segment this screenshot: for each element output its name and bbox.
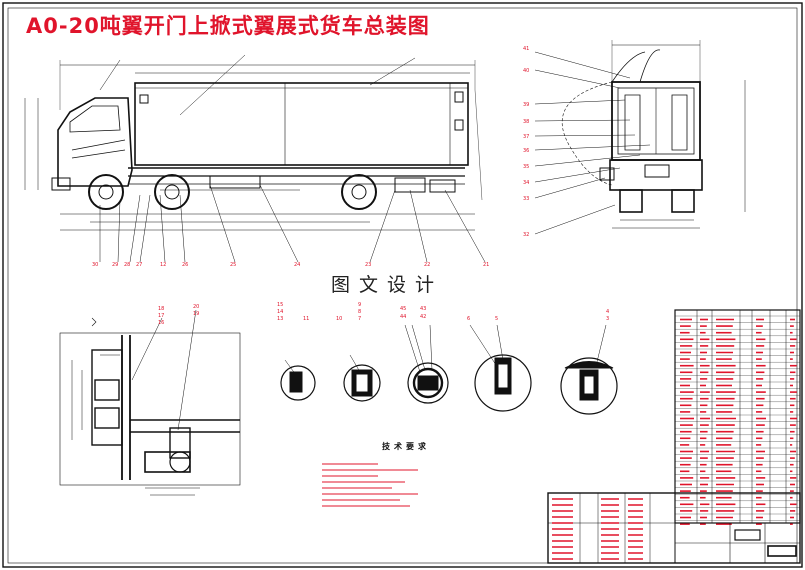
- svg-text:19: 19: [193, 311, 199, 317]
- svg-text:38: 38: [523, 119, 529, 125]
- svg-text:20: 20: [193, 304, 199, 310]
- svg-text:11: 11: [303, 316, 309, 322]
- svg-text:4: 4: [606, 309, 609, 315]
- title-block-rows: [552, 498, 643, 560]
- svg-text:34: 34: [523, 180, 529, 186]
- svg-text:17: 17: [158, 313, 164, 319]
- svg-text:37: 37: [523, 134, 529, 140]
- svg-text:16: 16: [158, 320, 164, 326]
- svg-text:45: 45: [400, 306, 406, 312]
- svg-text:12: 12: [160, 262, 166, 268]
- rear-view-callouts: 41 40 39 38 37 36 35 34 33 32: [523, 46, 529, 238]
- svg-text:10: 10: [336, 316, 342, 322]
- tech-requirements-lines: [322, 463, 418, 507]
- svg-text:30: 30: [92, 262, 98, 268]
- inner-border: [7, 7, 798, 564]
- svg-text:25: 25: [230, 262, 236, 268]
- svg-text:8: 8: [358, 309, 361, 315]
- svg-text:43: 43: [420, 306, 426, 312]
- svg-text:35: 35: [523, 164, 529, 170]
- truck-rear-view: [534, 40, 746, 235]
- watermark: 图文设计: [331, 274, 444, 296]
- svg-text:22: 22: [424, 262, 430, 268]
- svg-text:9: 9: [358, 302, 361, 308]
- svg-text:13: 13: [277, 316, 283, 322]
- svg-text:15: 15: [277, 302, 283, 308]
- parts-list-rows: [675, 315, 800, 525]
- truck-side-view: [24, 54, 486, 263]
- svg-text:28: 28: [124, 262, 130, 268]
- side-view-callouts: 30 29 28 27 12 26 25 24 23 22 21: [92, 262, 489, 268]
- drawing-title: A0-20吨翼开门上掀式翼展式货车总装图: [26, 14, 430, 38]
- svg-text:7: 7: [358, 316, 361, 322]
- svg-text:36: 36: [523, 148, 529, 154]
- svg-text:40: 40: [523, 68, 529, 74]
- svg-text:18: 18: [158, 306, 164, 312]
- svg-text:14: 14: [277, 309, 283, 315]
- svg-text:39: 39: [523, 102, 529, 108]
- svg-text:26: 26: [182, 262, 188, 268]
- svg-text:24: 24: [294, 262, 300, 268]
- svg-text:3: 3: [606, 316, 609, 322]
- svg-text:32: 32: [523, 232, 529, 238]
- svg-text:5: 5: [495, 316, 498, 322]
- svg-text:27: 27: [136, 262, 142, 268]
- svg-text:23: 23: [365, 262, 371, 268]
- detail-view-frame: [59, 309, 241, 496]
- svg-text:21: 21: [483, 262, 489, 268]
- title-block: [547, 492, 801, 564]
- svg-text:42: 42: [420, 314, 426, 320]
- parts-list-table: [674, 309, 801, 524]
- svg-text:41: 41: [523, 46, 529, 52]
- svg-text:33: 33: [523, 196, 529, 202]
- tech-requirements-title: 技术要求: [382, 442, 430, 451]
- svg-text:6: 6: [467, 316, 470, 322]
- svg-text:29: 29: [112, 262, 118, 268]
- section-details: [280, 324, 618, 415]
- svg-text:44: 44: [400, 314, 406, 320]
